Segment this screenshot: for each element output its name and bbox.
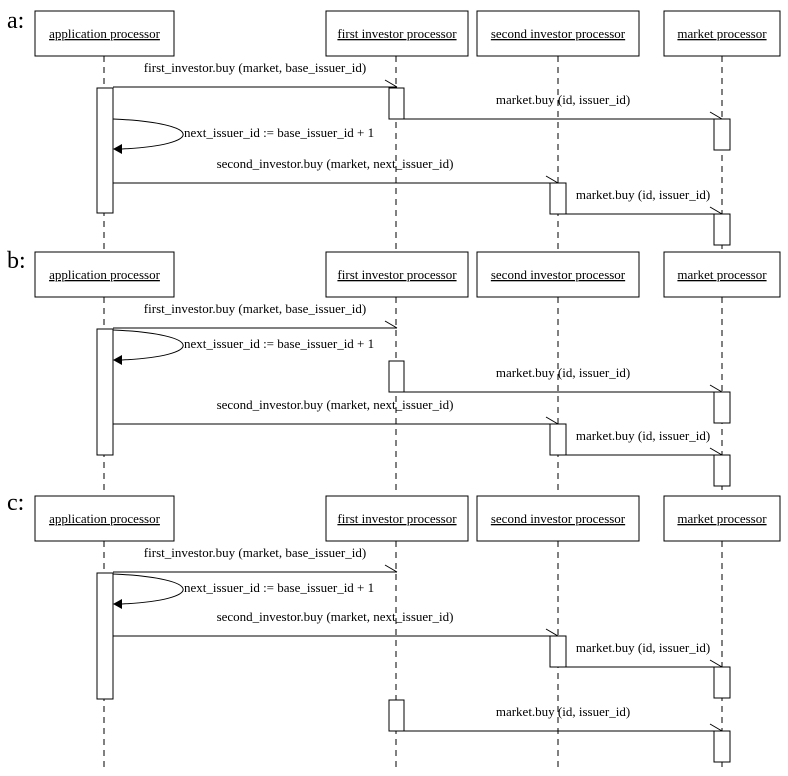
self-message-arrow bbox=[112, 329, 184, 361]
arrow-head bbox=[384, 79, 398, 88]
participant-first-investor-box bbox=[325, 495, 469, 542]
activation-market-2 bbox=[713, 730, 731, 763]
activation-application bbox=[96, 87, 114, 214]
participant-first-investor-label: first investor processor bbox=[337, 511, 457, 526]
activation-application bbox=[96, 572, 114, 700]
panel-label: a: bbox=[7, 8, 24, 34]
participant-market-label: market processor bbox=[677, 267, 767, 282]
activation-first-investor bbox=[388, 699, 405, 732]
message-label-market-buy-1: market.buy (id, issuer_id) bbox=[496, 92, 630, 107]
arrow-head bbox=[709, 659, 723, 668]
panel-label: b: bbox=[7, 248, 26, 274]
participant-application-label: application processor bbox=[49, 267, 160, 282]
self-message-label: next_issuer_id := base_issuer_id + 1 bbox=[184, 125, 374, 140]
arrow-head bbox=[384, 320, 398, 329]
self-message-label: next_issuer_id := base_issuer_id + 1 bbox=[184, 580, 374, 595]
message-label-second-investor-buy: second_investor.buy (market, next_issuer… bbox=[217, 397, 454, 412]
participant-market-box bbox=[663, 251, 781, 298]
self-message-label: next_issuer_id := base_issuer_id + 1 bbox=[184, 336, 374, 351]
message-label-second-investor-buy: second_investor.buy (market, next_issuer… bbox=[217, 156, 454, 171]
participant-application-label: application processor bbox=[49, 511, 160, 526]
activation-second-investor bbox=[549, 635, 567, 668]
participant-first-investor-label: first investor processor bbox=[337, 26, 457, 41]
arrow-head bbox=[709, 384, 723, 393]
participant-second-investor-box bbox=[476, 495, 640, 542]
activation-first-investor bbox=[388, 87, 405, 120]
arrow-head bbox=[545, 416, 559, 425]
activation-market-1 bbox=[713, 391, 731, 424]
participant-second-investor-box bbox=[476, 251, 640, 298]
panel-a: a: application processor first investor … bbox=[7, 8, 781, 250]
activation-market-2 bbox=[713, 213, 731, 246]
arrow-head bbox=[709, 447, 723, 456]
participant-market-box bbox=[663, 10, 781, 57]
activation-market-2 bbox=[713, 454, 731, 487]
message-label-market-buy-2: market.buy (id, issuer_id) bbox=[576, 428, 710, 443]
participant-first-investor-box bbox=[325, 10, 469, 57]
activation-first-investor bbox=[388, 360, 405, 393]
panel-c: c: application processor first investor … bbox=[7, 490, 781, 772]
arrow-head bbox=[709, 723, 723, 732]
self-message-arrow bbox=[112, 118, 184, 150]
participant-first-investor-box bbox=[325, 251, 469, 298]
message-label-first-investor-buy: first_investor.buy (market, base_issuer_… bbox=[144, 301, 366, 316]
message-label-market-buy-2: market.buy (id, issuer_id) bbox=[576, 640, 710, 655]
participant-second-investor-box bbox=[476, 10, 640, 57]
arrow-head bbox=[113, 599, 122, 609]
activation-market-1 bbox=[713, 118, 731, 151]
activation-application bbox=[96, 328, 114, 456]
participant-second-investor-label: second investor processor bbox=[491, 267, 626, 282]
participant-first-investor-label: first investor processor bbox=[337, 267, 457, 282]
message-label-market-buy-1: market.buy (id, issuer_id) bbox=[496, 704, 630, 719]
participant-application-label: application processor bbox=[49, 26, 160, 41]
arrow-head bbox=[113, 355, 122, 365]
arrow-head bbox=[545, 175, 559, 184]
participant-second-investor-label: second investor processor bbox=[491, 511, 626, 526]
activation-second-investor bbox=[549, 182, 567, 215]
arrow-head bbox=[545, 628, 559, 637]
participant-application-box bbox=[34, 251, 175, 298]
message-label-first-investor-buy: first_investor.buy (market, base_issuer_… bbox=[144, 60, 366, 75]
participant-market-label: market processor bbox=[677, 511, 767, 526]
participant-application-box bbox=[34, 495, 175, 542]
message-label-market-buy-2: market.buy (id, issuer_id) bbox=[576, 187, 710, 202]
participant-market-box bbox=[663, 495, 781, 542]
arrow-head bbox=[709, 206, 723, 215]
panel-label: c: bbox=[7, 490, 24, 516]
participant-second-investor-label: second investor processor bbox=[491, 26, 626, 41]
arrow-head bbox=[709, 111, 723, 120]
message-label-second-investor-buy: second_investor.buy (market, next_issuer… bbox=[217, 609, 454, 624]
arrow-head bbox=[384, 564, 398, 573]
arrow-head bbox=[113, 144, 122, 154]
participant-application-box bbox=[34, 10, 175, 57]
activation-market-1 bbox=[713, 666, 731, 699]
participant-market-label: market processor bbox=[677, 26, 767, 41]
panel-b: b: application processor first investor … bbox=[7, 248, 781, 492]
message-label-market-buy-1: market.buy (id, issuer_id) bbox=[496, 365, 630, 380]
activation-second-investor bbox=[549, 423, 567, 456]
self-message-arrow bbox=[112, 573, 184, 605]
message-label-first-investor-buy: first_investor.buy (market, base_issuer_… bbox=[144, 545, 366, 560]
